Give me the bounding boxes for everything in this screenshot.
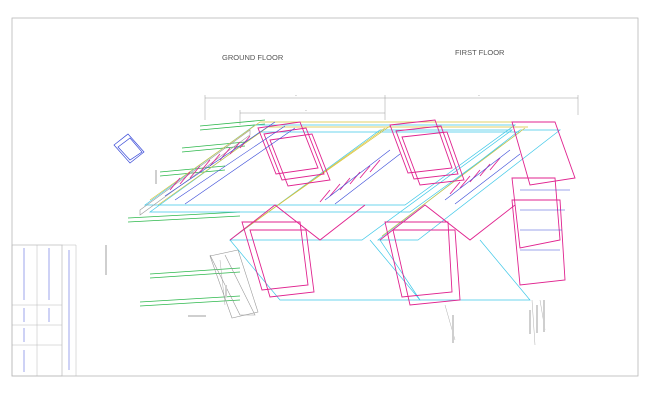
callout-leaders: [219, 259, 546, 346]
title-block-marks: [23, 248, 70, 372]
starter-bars: [127, 119, 266, 307]
ground-floor-heading: GROUND FLOOR: [222, 53, 284, 62]
svg-text:—: —: [478, 93, 480, 97]
stirrup-cages: [169, 119, 576, 306]
first-floor-heading: FIRST FLOOR: [455, 48, 505, 57]
svg-text:—: —: [305, 108, 307, 112]
beam-rebar: [164, 121, 570, 251]
svg-text:—: —: [295, 93, 297, 97]
detail-block: [113, 133, 145, 164]
sheet-border: [11, 17, 639, 377]
section-frame: [209, 249, 259, 319]
